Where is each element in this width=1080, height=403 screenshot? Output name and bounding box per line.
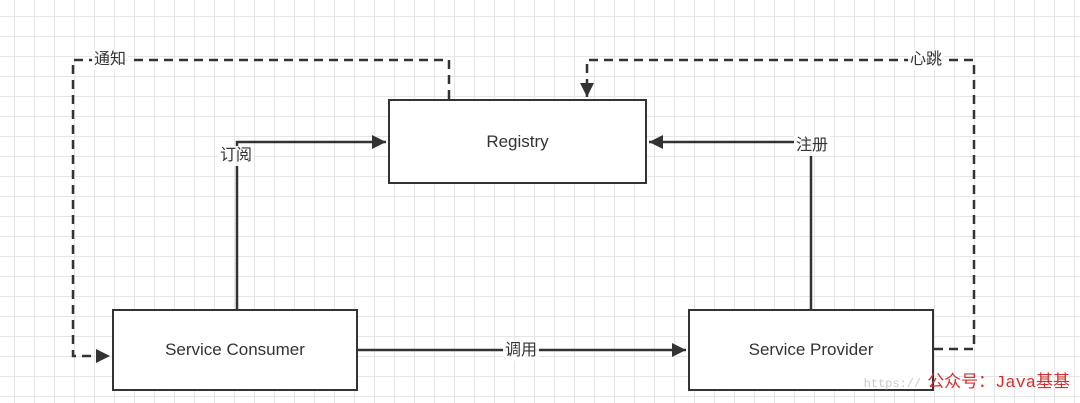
subscribe-arrow (235, 135, 386, 309)
register-label: 注册 (794, 136, 831, 156)
watermark-text: 公众号：Java基基 (927, 374, 1070, 393)
subscribe-label: 订阅 (218, 146, 255, 166)
registry-node: Registry (388, 99, 647, 184)
heartbeat-label: 心跳 (908, 50, 945, 70)
service-provider-label: Service Provider (748, 340, 874, 359)
notify-dashed-arrow (71, 58, 451, 363)
service-provider-node: Service Provider (688, 309, 934, 391)
service-consumer-node: Service Consumer (112, 309, 358, 391)
service-consumer-label: Service Consumer (165, 340, 305, 359)
register-arrow (649, 135, 813, 309)
invoke-label: 调用 (503, 341, 540, 361)
heartbeat-dashed-arrow (580, 58, 976, 351)
notify-label: 通知 (92, 50, 129, 70)
watermark-faint-url: https:// (863, 377, 922, 391)
watermark: https:// 公众号：Java基基 (864, 367, 1070, 393)
registry-label: Registry (486, 131, 549, 151)
